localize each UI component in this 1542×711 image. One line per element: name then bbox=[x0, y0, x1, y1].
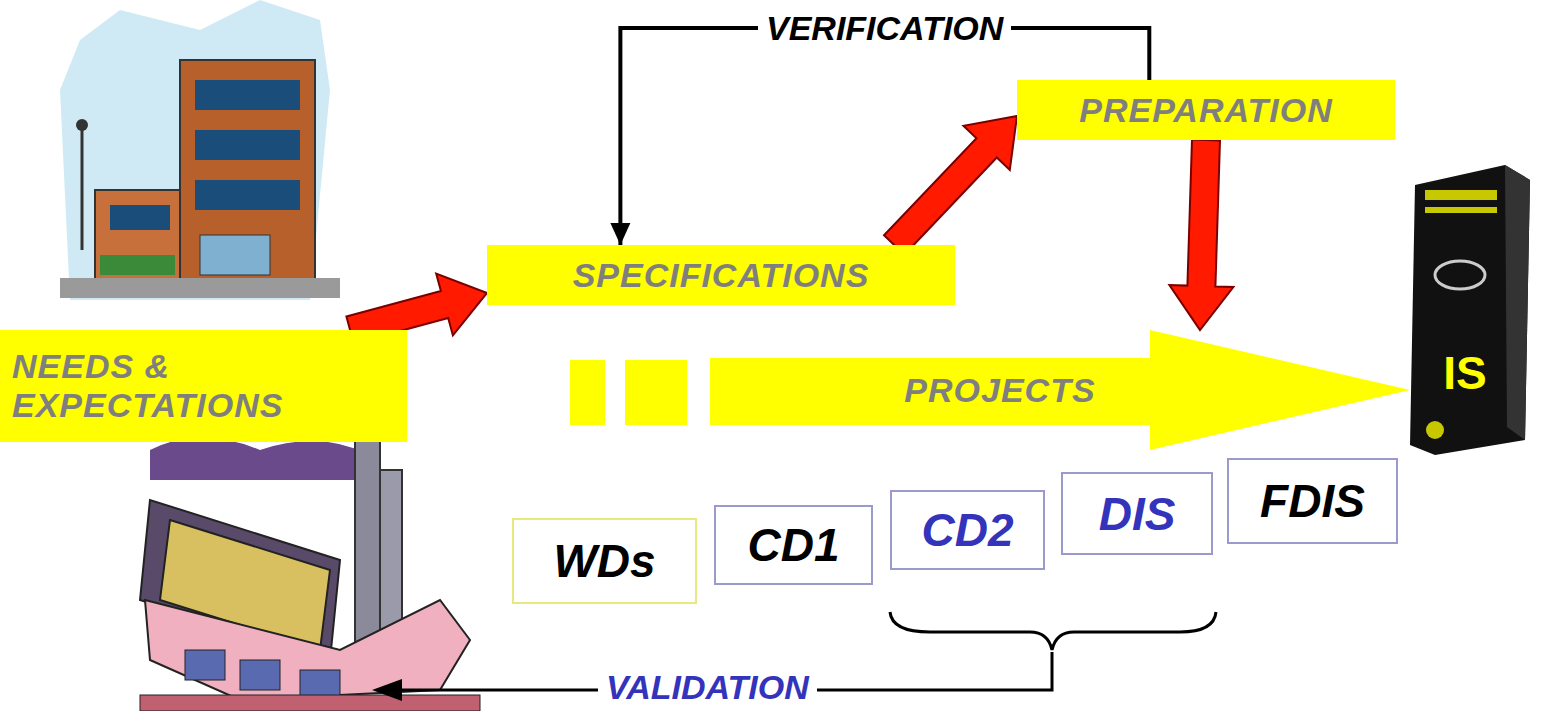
standard-book: IS bbox=[1395, 165, 1535, 455]
box-label: PREPARATION bbox=[1079, 91, 1332, 130]
document-box: CD2 bbox=[890, 490, 1045, 570]
document-box: FDIS bbox=[1227, 458, 1398, 544]
book-shape bbox=[1395, 165, 1535, 455]
flow-arrow bbox=[1169, 140, 1233, 330]
factory bbox=[140, 438, 480, 711]
document-box: CD1 bbox=[714, 505, 873, 585]
stage-label: FDIS bbox=[1260, 474, 1365, 528]
box-label: NEEDS & EXPECTATIONS bbox=[12, 347, 407, 425]
office-building bbox=[60, 0, 340, 300]
validation-label: VALIDATION bbox=[598, 668, 817, 707]
yellow-square bbox=[625, 360, 687, 425]
preparation-box: PREPARATION bbox=[1017, 80, 1395, 140]
stage-label: CD2 bbox=[921, 503, 1013, 557]
stage-label: WDs bbox=[553, 534, 655, 588]
stage-label: CD1 bbox=[747, 518, 839, 572]
document-box: DIS bbox=[1061, 472, 1213, 555]
box-label: PROJECTS bbox=[904, 371, 1095, 410]
flow-arrow bbox=[884, 116, 1017, 255]
specifications-box: SPECIFICATIONS bbox=[487, 245, 955, 305]
yellow-square bbox=[570, 360, 605, 425]
stage-label: DIS bbox=[1099, 487, 1176, 541]
projects-arrow: PROJECTS bbox=[710, 330, 1410, 450]
box-label: SPECIFICATIONS bbox=[573, 256, 870, 295]
needs-box: NEEDS & EXPECTATIONS bbox=[0, 330, 407, 442]
document-box: WDs bbox=[512, 518, 697, 604]
book-title: IS bbox=[1443, 346, 1486, 400]
edge-label: VERIFICATION bbox=[758, 9, 1011, 48]
arrowhead bbox=[372, 679, 402, 701]
